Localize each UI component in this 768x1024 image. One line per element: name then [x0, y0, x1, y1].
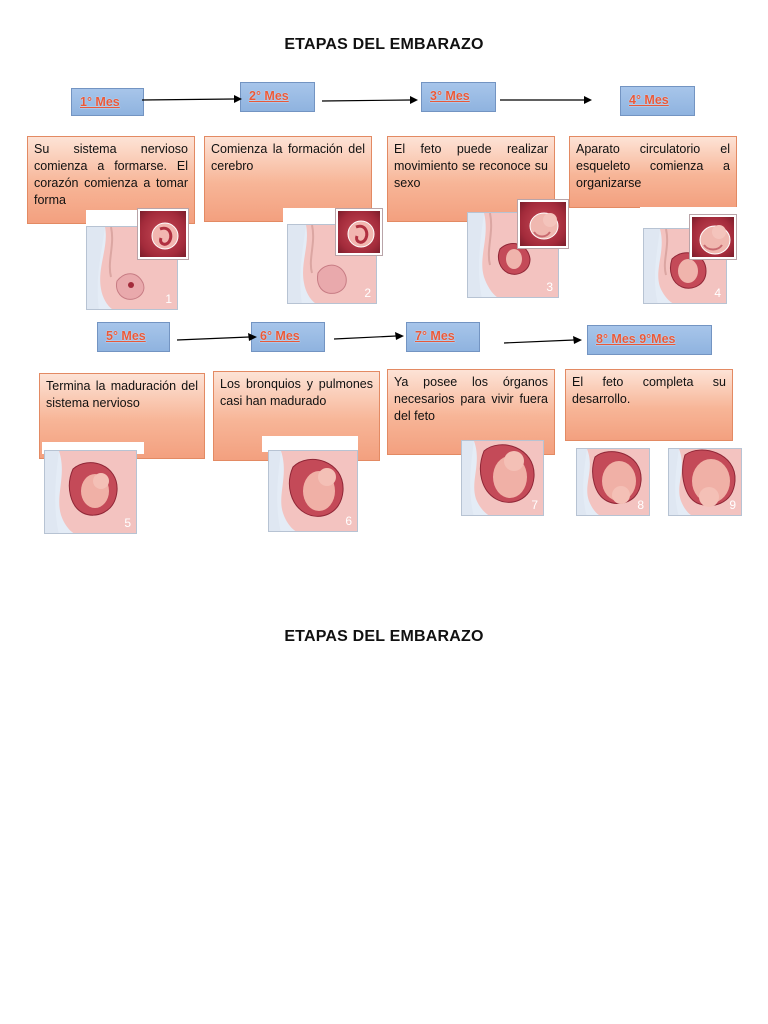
month-8-9-description: El feto completa su desarrollo.	[565, 369, 733, 441]
pregnancy-illustration-month-9: 9	[668, 448, 742, 516]
illustration-number-8: 8	[637, 498, 644, 512]
pregnancy-illustration-month-3: 3	[467, 212, 559, 298]
pregnancy-illustration-month-7: 7	[461, 440, 544, 516]
pregnancy-illustration-month-5: 5	[44, 450, 137, 534]
arrow-6-7	[334, 332, 404, 340]
month-8-9-label: 8° Mes 9°Mes	[587, 325, 712, 355]
arrow-1-2	[142, 95, 242, 103]
illustration-number-5: 5	[124, 516, 131, 530]
arrow-7-8	[504, 336, 582, 344]
month-2-label: 2° Mes	[240, 82, 315, 112]
arrow-2-3	[322, 96, 418, 104]
month-6-label: 6° Mes	[251, 322, 325, 352]
month-7-label: 7° Mes	[406, 322, 480, 352]
month-3-label: 3° Mes	[421, 82, 496, 112]
illustration-number-3: 3	[546, 280, 553, 294]
page-title: ETAPAS DEL EMBARAZO	[284, 36, 484, 53]
illustration-number-1: 1	[165, 292, 172, 306]
pregnancy-illustration-month-8: 8	[576, 448, 650, 516]
page-title-repeat: ETAPAS DEL EMBARAZO	[284, 628, 484, 645]
fetus-zoom-month-3	[517, 199, 569, 249]
illustration-number-9: 9	[729, 498, 736, 512]
illustration-number-7: 7	[531, 498, 538, 512]
arrow-5-6	[177, 333, 257, 341]
month-1-label: 1° Mes	[71, 88, 144, 116]
embryo-zoom-month-2	[335, 208, 383, 256]
fetus-zoom-month-4	[689, 214, 737, 260]
pregnancy-illustration-month-6: 6	[268, 450, 358, 532]
illustration-number-4: 4	[714, 286, 721, 300]
arrow-3-4	[500, 96, 592, 104]
month-4-label: 4° Mes	[620, 86, 695, 116]
illustration-number-2: 2	[364, 286, 371, 300]
illustration-number-6: 6	[345, 514, 352, 528]
month-5-label: 5° Mes	[97, 322, 170, 352]
embryo-zoom-month-1	[137, 208, 189, 260]
month-4-description: Aparato circulatorio el esqueleto comien…	[569, 136, 737, 208]
